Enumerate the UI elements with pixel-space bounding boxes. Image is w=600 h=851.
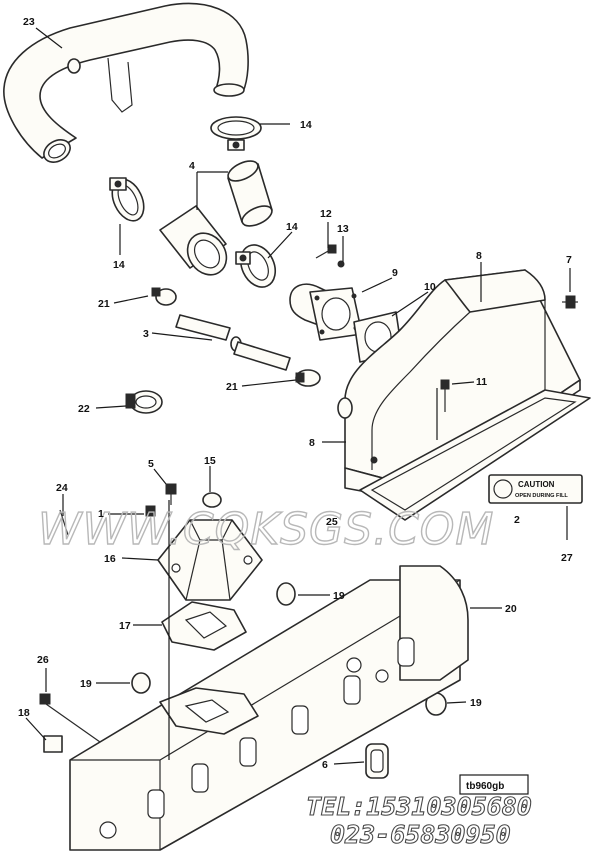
callout-9: 9: [392, 267, 398, 279]
callout-4: 4: [189, 160, 195, 172]
drawing-ref-text: tb960gb: [466, 781, 504, 792]
callout-19-upper: 19: [333, 590, 345, 602]
gasket-25: [359, 389, 591, 521]
callout-6: 6: [322, 759, 328, 771]
stud-24: [59, 509, 69, 536]
elbow-connection-9: [289, 283, 363, 341]
plug-19-upper: [276, 582, 296, 606]
clamp-22: [125, 390, 163, 414]
leader-lines: [25, 27, 571, 765]
callout-26: 26: [37, 654, 49, 666]
washer-13: [337, 260, 345, 268]
hose-clamp-14-left: [109, 177, 145, 222]
caution-subtitle: OPEN DURING FILL: [515, 493, 568, 499]
callout-21-upper: 21: [98, 298, 110, 310]
plug-15: [202, 492, 222, 508]
drawing-reference: tb960gb: [459, 774, 529, 795]
bolt-12: [315, 244, 337, 259]
callout-27: 27: [561, 552, 573, 564]
fitting-18: [43, 735, 63, 753]
clamp-21-lower: [295, 369, 321, 387]
callout-20: 20: [505, 603, 517, 615]
fastener-1: [145, 505, 156, 517]
bolt-11: [440, 379, 450, 412]
caution-title: CAUTION: [518, 480, 555, 489]
gasket-6: [365, 743, 389, 779]
bolt-5: [165, 483, 177, 505]
caution-label-27: CAUTION OPEN DURING FILL: [488, 474, 583, 504]
contact-phone: 023-65830950: [330, 820, 511, 849]
callout-7: 7: [566, 254, 572, 266]
callout-19-right: 19: [470, 697, 482, 709]
watermark-text: WWW.CQKSGS.COM: [38, 504, 494, 555]
callout-10: 10: [424, 281, 436, 293]
bolt-7: [562, 295, 578, 309]
callout-14-top: 14: [300, 119, 312, 131]
callout-14-left: 14: [113, 259, 125, 271]
callout-14-mid: 14: [286, 221, 298, 233]
plug-19-left: [131, 672, 151, 694]
exhaust-manifold-20: [69, 565, 469, 851]
callout-12: 12: [320, 208, 332, 220]
callout-25: 25: [326, 516, 338, 528]
hose-sleeve-4: [159, 160, 273, 276]
hose-clamp-14-top: [210, 116, 262, 151]
callout-16: 16: [104, 553, 116, 565]
thermostat-housing-16: [157, 519, 263, 601]
gasket-17: [161, 601, 247, 651]
callout-2: 2: [514, 514, 520, 526]
callout-18: 18: [18, 707, 30, 719]
callout-8-top: 8: [476, 250, 482, 262]
callout-3: 3: [143, 328, 149, 340]
callout-11: 11: [476, 376, 487, 388]
callout-22: 22: [78, 403, 90, 415]
callout-21-lower: 21: [226, 381, 238, 393]
hose-clamp-14-mid: [235, 244, 277, 288]
callout-5: 5: [148, 458, 154, 470]
bolt-26: [39, 693, 101, 743]
callout-19-left: 19: [80, 678, 92, 690]
callout-labels: 23 14 4 14 14 12 13 9 10 8 7 21 3 21 11 …: [18, 16, 573, 771]
callout-23: 23: [23, 16, 35, 28]
callout-17: 17: [119, 620, 131, 632]
hose-3: [175, 314, 291, 371]
callout-24: 24: [56, 482, 68, 494]
callout-15: 15: [204, 455, 216, 467]
callout-8-lower: 8: [309, 437, 315, 449]
clamp-21-upper: [151, 287, 177, 306]
callout-1: 1: [98, 508, 104, 520]
callout-13: 13: [337, 223, 349, 235]
contact-tel: TEL:15310305680: [306, 792, 532, 821]
crossover-pipe-23: [3, 2, 249, 163]
